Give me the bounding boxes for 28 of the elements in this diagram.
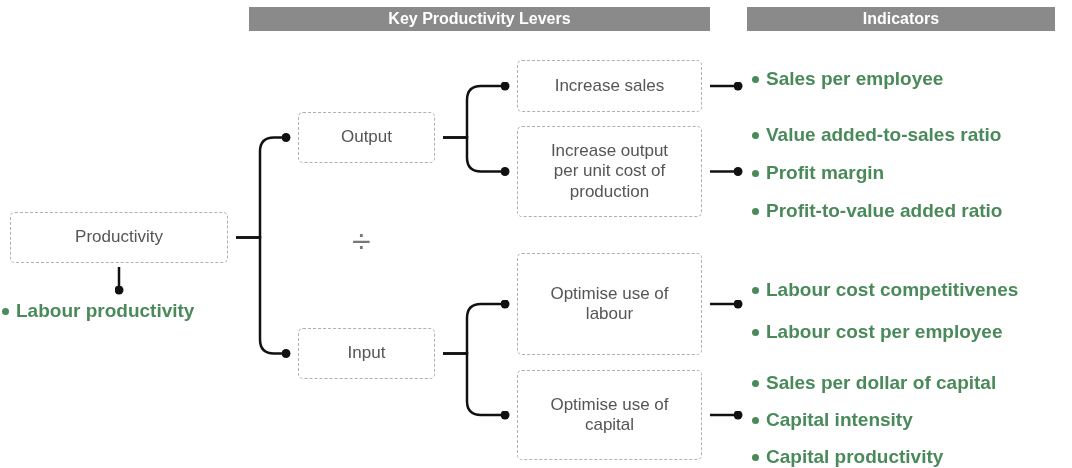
- indicator-text: Profit margin: [750, 162, 885, 184]
- connector: [443, 136, 510, 176]
- indicator-text: Labour productivity: [0, 300, 195, 322]
- connector: [443, 352, 510, 420]
- connector: [710, 299, 743, 309]
- process-box: Optimise use of labour: [517, 253, 702, 355]
- connector: [710, 167, 743, 176]
- connector: [236, 236, 291, 358]
- connector: [710, 81, 743, 91]
- process-box: Output: [298, 112, 435, 163]
- indicator-text: Sales per employee: [750, 68, 944, 90]
- column-header: Indicators: [747, 7, 1055, 31]
- indicator-text: Capital productivity: [750, 446, 944, 468]
- column-header: Key Productivity Levers: [249, 7, 710, 31]
- process-box: Increase output per unit cost of production: [517, 126, 702, 217]
- indicator-text: Capital intensity: [750, 409, 913, 431]
- indicator-text: Sales per dollar of capital: [750, 372, 997, 394]
- process-box: Optimise use of capital: [517, 370, 702, 460]
- connector: [710, 410, 743, 420]
- division-sign: ÷: [352, 224, 371, 258]
- indicator-text: Value added-to-sales ratio: [750, 124, 1002, 146]
- process-box: Productivity: [10, 212, 228, 263]
- process-box: Increase sales: [517, 60, 702, 112]
- connector: [114, 267, 124, 295]
- indicator-text: Labour cost competitivenes: [750, 279, 1019, 301]
- indicator-text: Profit-to-value added ratio: [750, 200, 1003, 222]
- process-box: Input: [298, 328, 435, 379]
- indicator-text: Labour cost per employee: [750, 321, 1003, 343]
